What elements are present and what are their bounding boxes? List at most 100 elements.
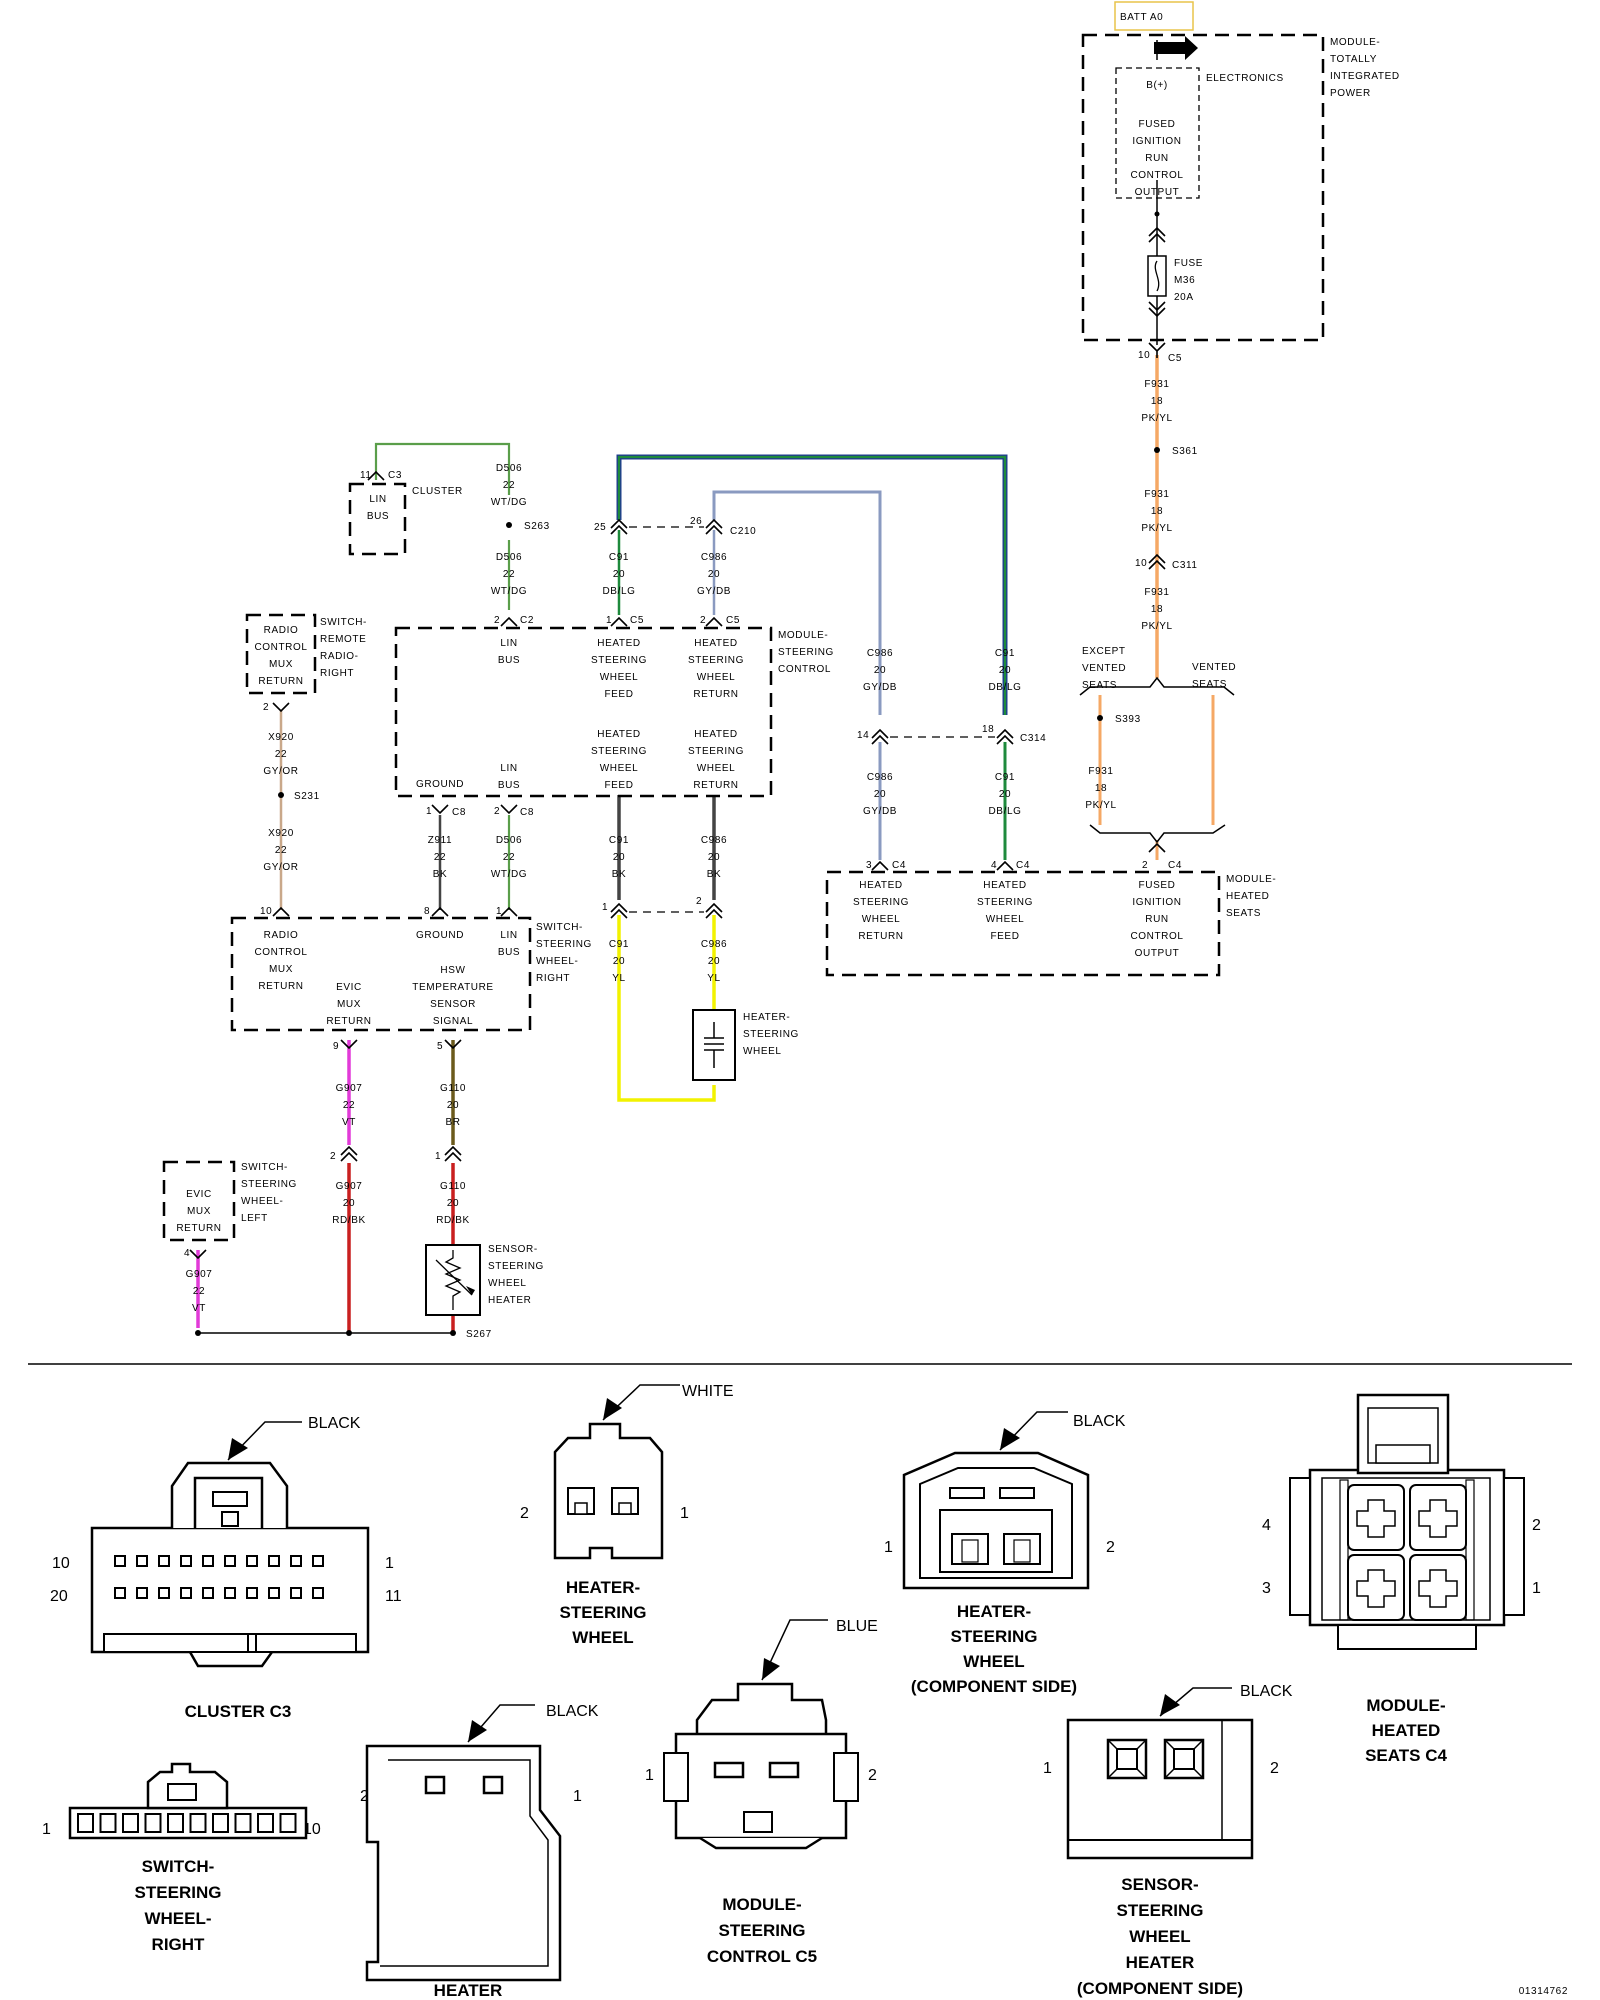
connector-views [68,1384,1525,1982]
pin-label: 4 [184,1248,190,1259]
pin-label: 9 [333,1041,339,1052]
cluster-pin-slot [224,1587,236,1599]
connector-c210-b-icon [705,518,723,535]
module-func: HEATED [597,638,640,649]
pin-label: 2 [868,1767,877,1784]
wire-label: PK/YL [1085,800,1116,811]
view-title: WHEEL [572,1628,633,1647]
sensor-title: WHEEL [488,1278,527,1289]
pin-label: 18 [982,724,994,735]
module-func: WHEEL [697,763,736,774]
view-title: CLUSTER C3 [185,1702,292,1721]
view-title: STEERING [1117,1901,1204,1920]
module-func: WHEEL [862,914,901,925]
module-func: RUN [1145,914,1168,925]
pin-label: 2 [494,615,500,626]
pin-label: 4 [991,860,997,871]
wire-label: F931 [1144,587,1169,598]
wire-label: C91 [609,835,629,846]
pin-label: 3 [866,860,872,871]
cluster-pin-slot [246,1555,258,1567]
view-title: (COMPONENT SIDE) [911,1677,1077,1696]
view-title: SEATS C4 [1365,1746,1447,1765]
module-func: BUS [498,655,520,666]
pin-label: 1 [385,1555,394,1572]
wire-label: C986 [701,552,727,563]
radio-switch-func: RETURN [258,676,303,687]
connector-tipm-fuse2-icon [1148,301,1166,318]
wire-c986-loop [712,490,882,715]
connector-yl-a-icon [610,902,628,919]
switch-left-func: EVIC [186,1189,212,1200]
tipm-title: MODULE- [1330,37,1380,48]
cluster-pin-slot [268,1555,280,1567]
connector-label: C8 [520,807,534,818]
wire-label: WT/DG [491,497,527,508]
wire-label: 20 [343,1198,355,1209]
module-func: HEATED [859,880,902,891]
module-func: MUX [269,964,293,975]
module-func: FEED [604,689,633,700]
radio-switch-func: MUX [269,659,293,670]
wire-label: C91 [609,552,629,563]
view-title: HEATER- [566,1578,640,1597]
cluster-pin-slot [114,1587,126,1599]
tipm-fused-label: FUSED [1139,119,1176,130]
module-func: BUS [498,947,520,958]
connector-c210-a-icon [610,518,628,535]
wire-label: 22 [343,1100,355,1111]
tipm-fused-label: CONTROL [1130,170,1183,181]
bplus-label: B(+) [1146,80,1168,91]
module-func: HSW [440,965,465,976]
heated-seats-title: MODULE- [1226,874,1276,885]
tipm-fused-label: OUTPUT [1135,187,1180,198]
module-func: CONTROL [1130,931,1183,942]
wire-label: D506 [496,552,522,563]
cluster-pin-slot [136,1587,148,1599]
heated-seats-title: HEATED [1226,891,1269,902]
view-title: HEATER- [957,1602,1031,1621]
cluster-c3-view [90,1421,370,1668]
module-func: RETURN [258,981,303,992]
module-func: FUSED [1139,880,1176,891]
connector-label: C2 [520,615,534,626]
steering-control-title: CONTROL [778,664,831,675]
branch-vented-label: SEATS [1192,679,1227,690]
splice-label: S263 [524,521,550,532]
branch-except-label: VENTED [1082,663,1126,674]
branch-vented-label: VENTED [1192,662,1236,673]
module-func: BUS [498,780,520,791]
pin-label: 2 [696,896,702,907]
pin-label: 14 [857,730,869,741]
wire-label: YL [612,973,625,984]
wire-label: VT [192,1303,206,1314]
wire-label: G907 [186,1269,213,1280]
connector-label: C8 [452,807,466,818]
connector-tipm-fuse-icon [1148,226,1166,243]
switch-left-func: RETURN [176,1223,221,1234]
cluster-func: BUS [367,511,389,522]
pin-label: 8 [424,906,430,917]
splice-label: S267 [466,1329,492,1340]
fuse-label: FUSE [1174,258,1203,269]
view-title: STEERING [560,1603,647,1622]
splice-s361 [1154,447,1160,453]
pin-label: 10 [1135,558,1147,569]
cluster-pin-slot [268,1587,280,1599]
wire-label: F931 [1144,379,1169,390]
switch-pin-slot [144,1813,162,1833]
wire-label: 20 [708,852,720,863]
cluster-pin-slot [180,1555,192,1567]
connector-color-label: BLACK [546,1703,599,1720]
switch-right-title: SWITCH- [536,922,583,933]
splice-label: S231 [294,791,320,802]
switch-right-box [230,916,532,1032]
pin-label: 1 [606,615,612,626]
pin-label: 11 [360,470,372,481]
pin-label: 2 [1270,1760,1279,1777]
figure-id: 01314762 [1519,1986,1568,1997]
cluster-slots [114,1555,324,1599]
sensor-title: SENSOR- [488,1244,538,1255]
wire-label: 20 [613,956,625,967]
